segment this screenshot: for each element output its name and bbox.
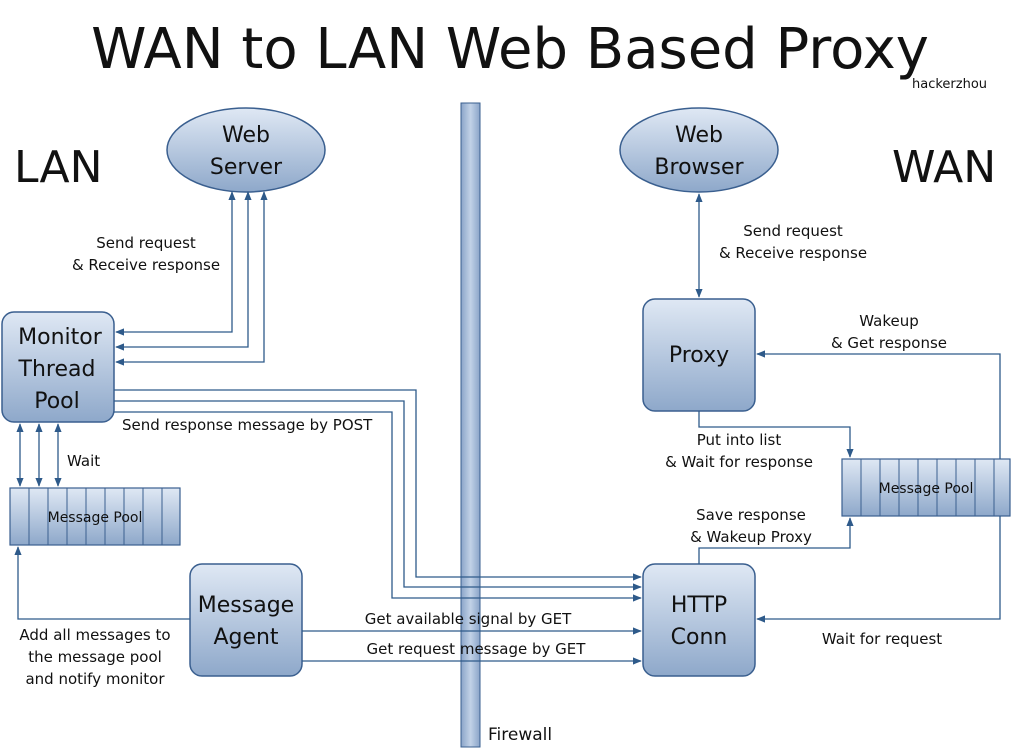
monitor-label-1: Monitor [18,325,103,350]
label-save-response-1: Save response [696,506,806,524]
label-put-into-list-1: Put into list [697,431,782,449]
label-wan-send-request-2: & Receive response [719,244,867,262]
label-put-into-list-2: & Wait for response [665,453,813,471]
label-wait-for-request: Wait for request [822,630,942,648]
label-send-response-post: Send response message by POST [122,416,373,434]
message-agent-node: Message Agent [189,563,303,677]
edge-agent-pool [14,546,190,620]
label-add-messages-2: the message pool [28,648,162,666]
label-wakeup-1: Wakeup [859,312,918,330]
edge-monitor-webserver-3 [115,191,268,366]
label-wait: Wait [67,452,100,470]
web-server-label-2: Server [210,155,283,180]
label-lan-send-request-1: Send request [96,234,196,252]
label-get-request-message: Get request message by GET [367,640,587,658]
wan-zone-label: WAN [892,142,996,193]
monitor-thread-pool-node: Monitor Thread Pool [1,311,115,423]
edge-proxy-pool [698,411,854,458]
http-conn-label-1: HTTP [671,593,727,618]
label-wan-send-request-1: Send request [743,222,843,240]
edge-monitor-httpconn-3 [114,411,642,602]
monitor-label-3: Pool [34,389,80,414]
lan-message-pool-label: Message Pool [48,510,143,526]
monitor-label-2: Thread [18,357,96,382]
wan-message-pool-label: Message Pool [879,481,974,497]
web-browser-label-2: Browser [654,155,744,180]
label-add-messages-3: and notify monitor [25,670,165,688]
http-conn-label-2: Conn [671,625,728,650]
web-browser-node: Web Browser [619,107,779,193]
http-conn-node: HTTP Conn [642,563,756,677]
label-add-messages-1: Add all messages to [19,626,170,644]
wan-message-pool: Message Pool [841,458,1011,517]
web-server-node: Web Server [166,107,326,193]
proxy-node: Proxy [642,298,756,412]
label-get-available-signal: Get available signal by GET [365,610,572,628]
edge-pool-httpconn-wait [756,516,1001,623]
diagram-title: WAN to LAN Web Based Proxy [91,17,929,82]
edge-monitor-httpconn-2 [114,400,642,591]
author-label: hackerzhou [912,77,987,92]
label-save-response-2: & Wakeup Proxy [690,528,812,546]
firewall-label: Firewall [488,725,552,745]
lan-zone-label: LAN [14,142,103,193]
lan-message-pool: Message Pool [9,487,181,546]
edge-httpconn-pool [698,517,854,564]
firewall-bar [460,102,481,748]
label-lan-send-request-2: & Receive response [72,256,220,274]
proxy-label: Proxy [669,343,729,368]
message-agent-label-2: Agent [213,625,278,650]
web-browser-label-1: Web [675,123,723,148]
edge-monitor-httpconn-1 [114,389,642,581]
label-wakeup-2: & Get response [831,334,947,352]
web-server-label-1: Web [222,123,270,148]
message-agent-label-1: Message [198,593,294,618]
edge-pool-proxy-wakeup [756,350,1001,459]
